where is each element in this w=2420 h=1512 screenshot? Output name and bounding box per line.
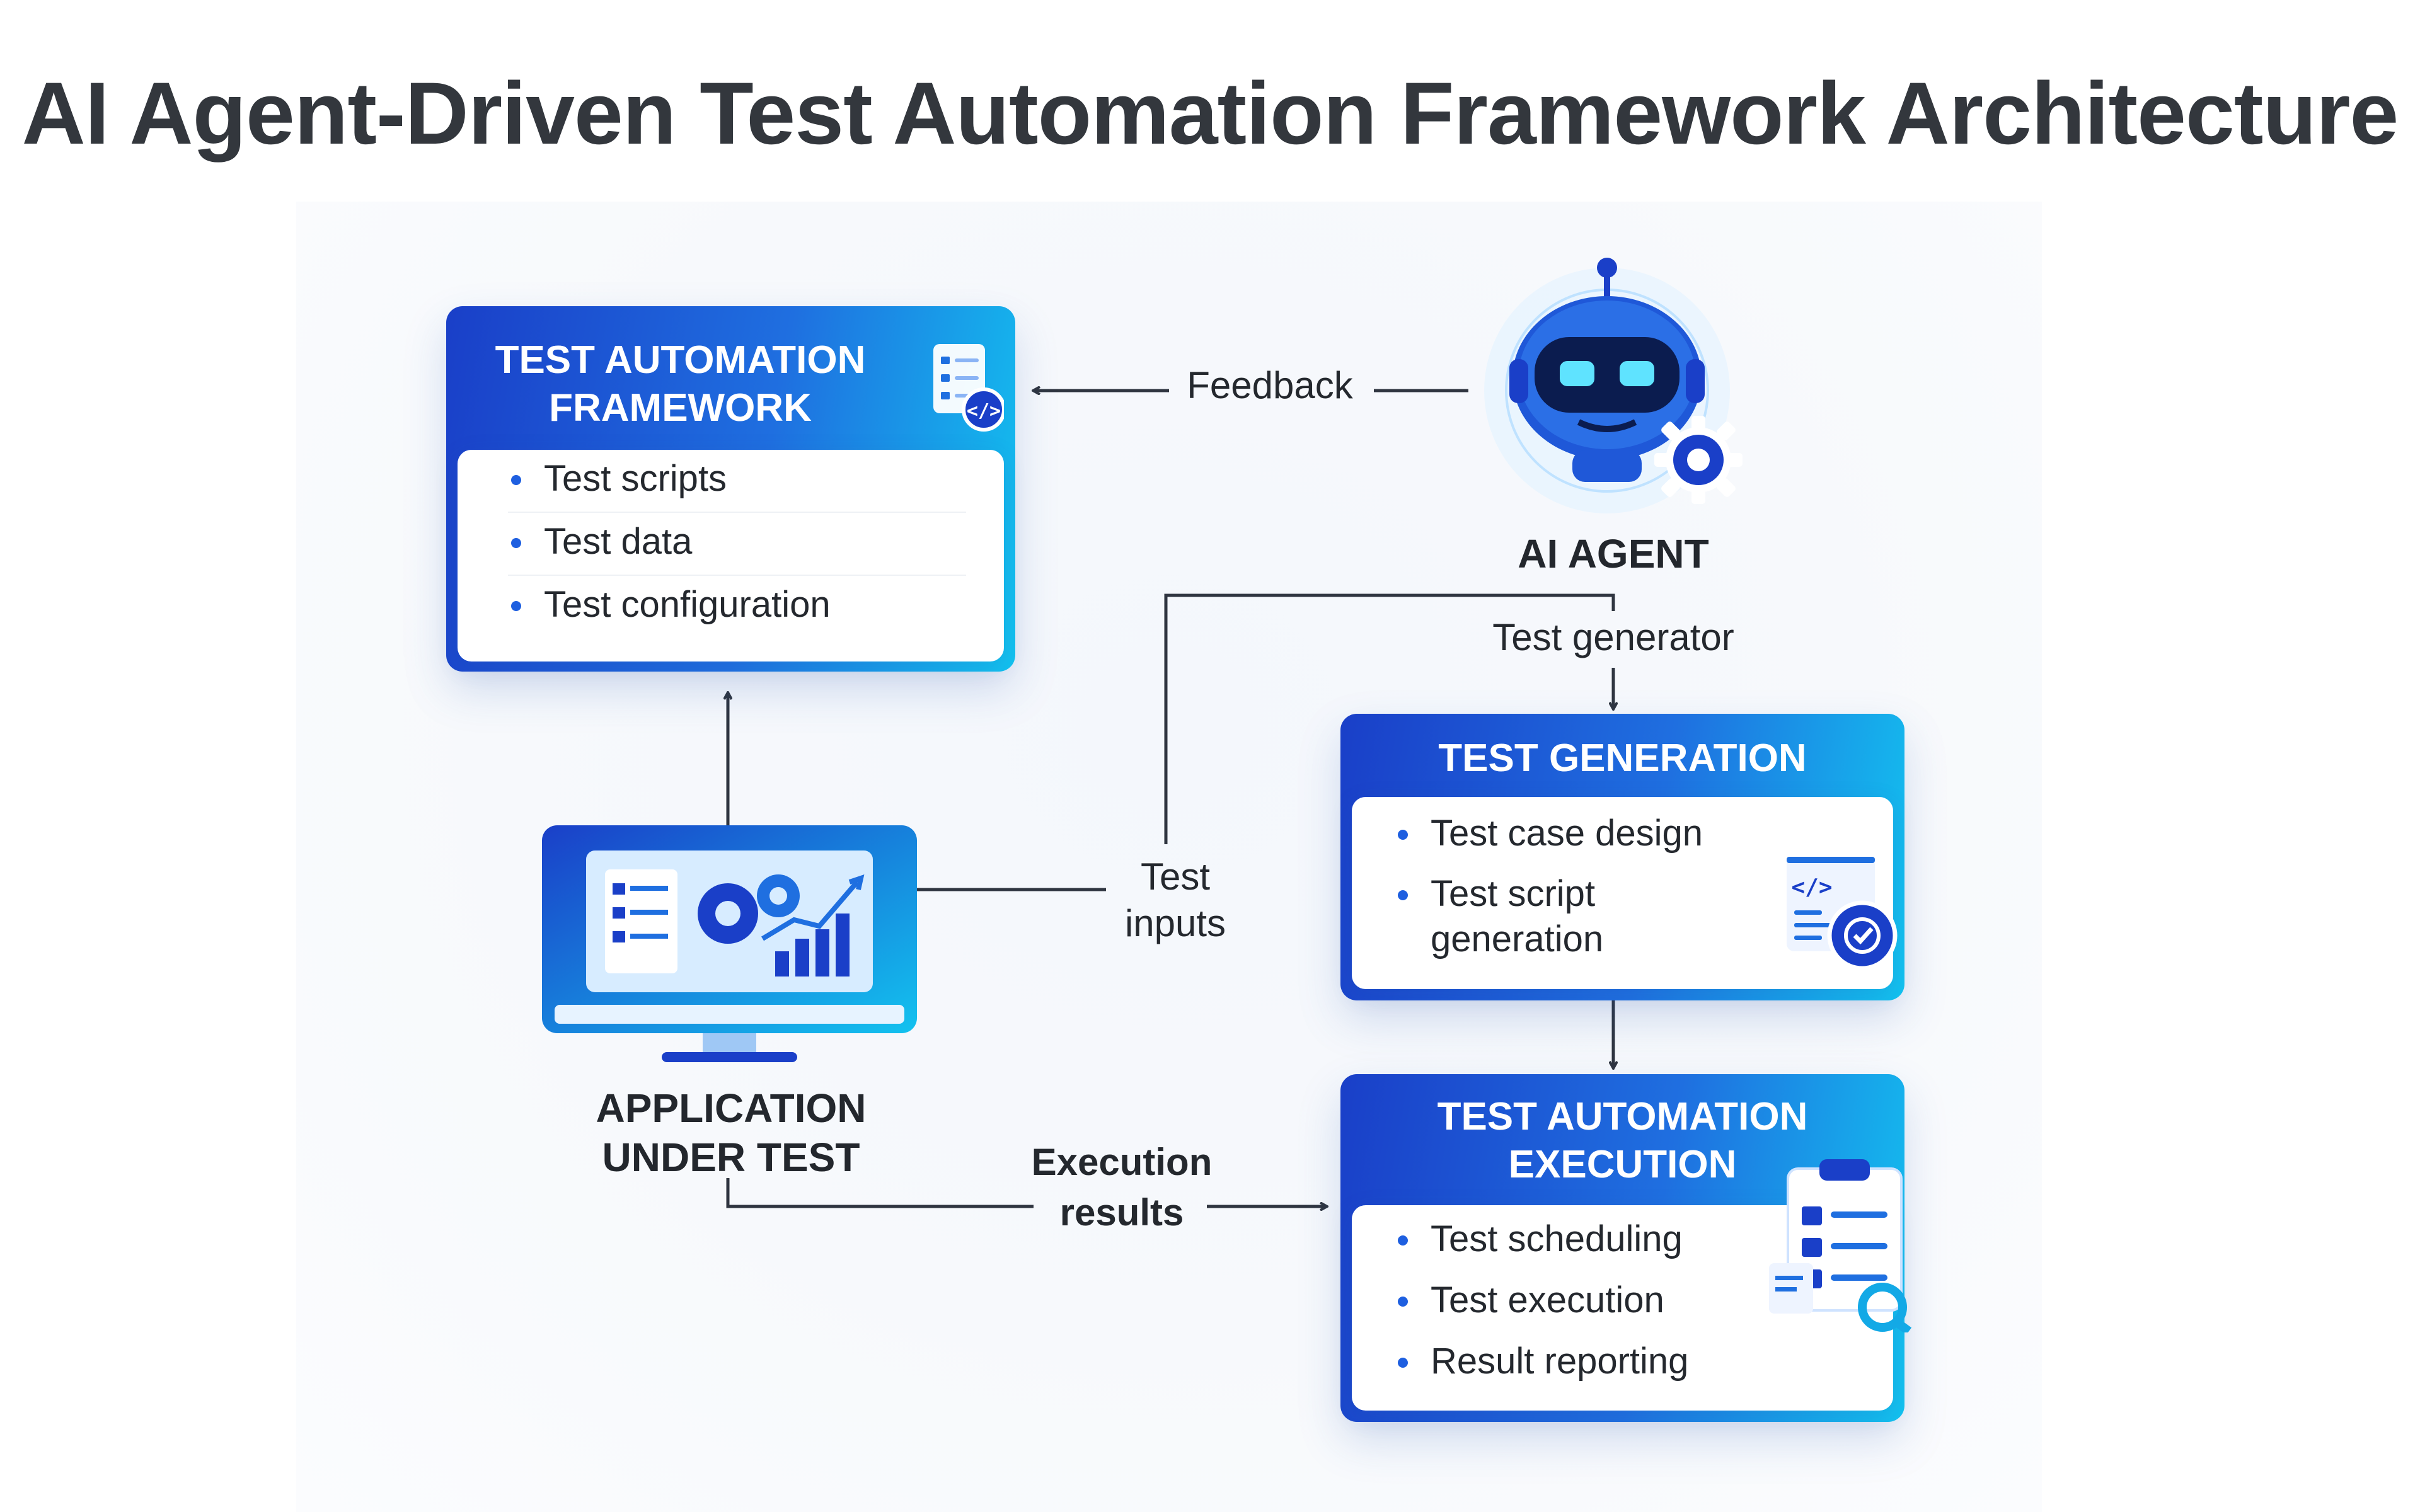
execution-item: Test execution bbox=[1398, 1278, 1664, 1323]
test-generator-label: Test generator bbox=[1492, 616, 1734, 658]
execution-results-line bbox=[726, 1178, 1034, 1208]
svg-text:</>: </> bbox=[967, 400, 1001, 422]
checklist-code-icon: </> bbox=[928, 339, 1006, 433]
robot-icon bbox=[1449, 249, 1790, 520]
aut-label: APPLICATION UNDER TEST bbox=[596, 1085, 867, 1180]
execution-item: Test scheduling bbox=[1398, 1217, 1683, 1262]
divider bbox=[508, 512, 966, 513]
gear-icon bbox=[1651, 413, 1746, 507]
generation-heading: TEST GENERATION bbox=[1438, 736, 1807, 780]
framework-item: Test data bbox=[510, 519, 692, 564]
svg-text:</>: </> bbox=[1791, 874, 1832, 900]
execution-item: Result reporting bbox=[1397, 1339, 1688, 1384]
clipboard-checklist-icon bbox=[1769, 1156, 1920, 1335]
execution-heading: TEST AUTOMATION EXECUTION bbox=[1437, 1095, 1808, 1186]
generation-item: Test case design bbox=[1397, 811, 1703, 856]
test-generator-connector bbox=[1164, 593, 1615, 844]
framework-heading: TEST AUTOMATION FRAMEWORK bbox=[495, 338, 866, 430]
framework-item: Test configuration bbox=[511, 582, 831, 627]
framework-item: Test scripts bbox=[510, 456, 727, 501]
feedback-label: Feedback bbox=[1187, 364, 1353, 406]
generation-card: TEST GENERATION Test case design Test sc… bbox=[1340, 714, 1904, 1000]
ai-agent-label: AI AGENT bbox=[1518, 531, 1709, 576]
generation-item: Test script generation bbox=[1398, 871, 1670, 962]
diagram-title: AI Agent-Driven Test Automation Framewor… bbox=[21, 64, 2399, 163]
code-check-icon: </> bbox=[1780, 850, 1906, 976]
divider bbox=[508, 575, 966, 576]
generation-body: Test case design Test script generation … bbox=[1352, 797, 1898, 989]
execution-results-label: Execution results bbox=[1031, 1141, 1213, 1234]
framework-card: TEST AUTOMATION FRAMEWORK </> Test scrip… bbox=[446, 306, 1015, 672]
framework-body: Test scripts Test data Test configuratio… bbox=[458, 450, 1004, 662]
test-inputs-label: Test inputs bbox=[1124, 856, 1226, 944]
execution-card: TEST AUTOMATION EXECUTION Test schedulin… bbox=[1340, 1074, 1912, 1422]
monitor-dashboard-icon bbox=[542, 825, 917, 1065]
